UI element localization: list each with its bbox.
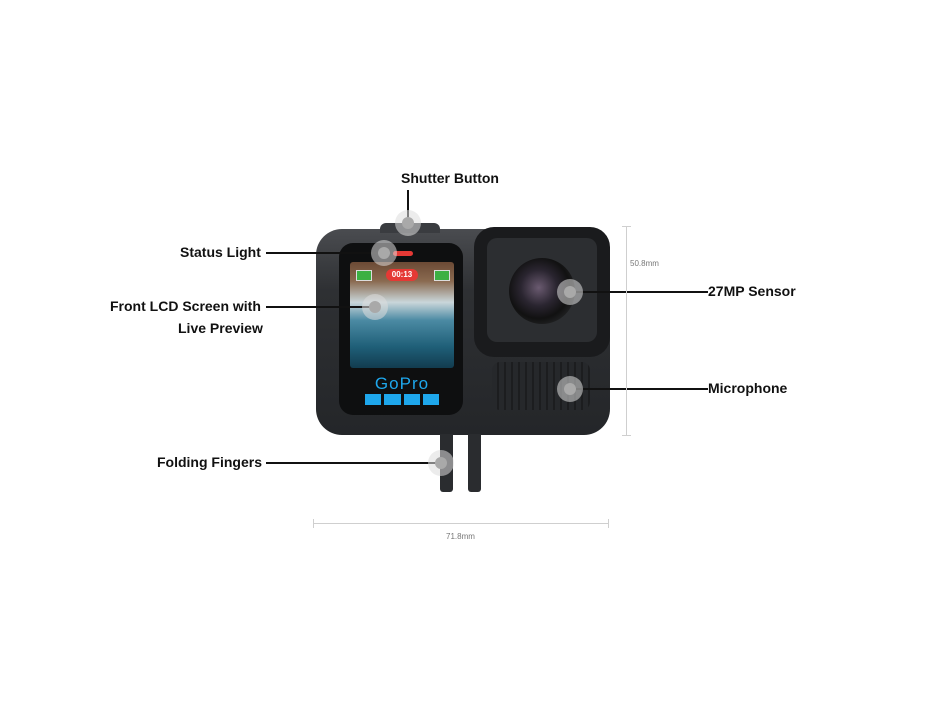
callout-status-light: Status Light xyxy=(180,244,261,260)
record-timer: 00:13 xyxy=(391,270,413,279)
callout-sensor: 27MP Sensor xyxy=(708,283,796,299)
leader-folding-fingers xyxy=(266,462,440,464)
battery-icon-right xyxy=(434,270,450,281)
leader-microphone xyxy=(570,388,708,390)
hotspot-status-light[interactable] xyxy=(371,240,397,266)
width-dimension-cap-left xyxy=(313,519,314,528)
battery-icon-left xyxy=(356,270,372,281)
front-lcd-screen: 00:13 xyxy=(350,262,454,368)
height-dimension-label: 50.8mm xyxy=(630,259,659,268)
callout-shutter-button: Shutter Button xyxy=(401,170,499,186)
leader-status-light xyxy=(266,252,383,254)
callout-front-lcd-line1: Front LCD Screen with xyxy=(110,298,261,314)
height-dimension-cap-bottom xyxy=(622,435,631,436)
hotspot-front-lcd[interactable] xyxy=(362,294,388,320)
callout-folding-fingers: Folding Fingers xyxy=(157,454,262,470)
callout-front-lcd-line2: Live Preview xyxy=(178,320,263,336)
hotspot-sensor[interactable] xyxy=(557,279,583,305)
width-dimension-cap-right xyxy=(608,519,609,528)
leader-front-lcd xyxy=(266,306,374,308)
callout-microphone: Microphone xyxy=(708,380,788,396)
width-dimension-line xyxy=(313,523,609,524)
hotspot-folding-fingers[interactable] xyxy=(428,450,454,476)
gopro-logo-text: GoPro xyxy=(374,374,430,393)
folding-finger-right xyxy=(468,434,481,492)
hotspot-shutter-button[interactable] xyxy=(395,210,421,236)
height-dimension-cap-top xyxy=(622,226,631,227)
record-timer-badge: 00:13 xyxy=(386,269,418,281)
gopro-logo: GoPro xyxy=(350,375,454,393)
status-light xyxy=(393,251,413,256)
leader-shutter-button xyxy=(407,190,409,220)
leader-sensor xyxy=(570,291,708,293)
gopro-logo-squares xyxy=(365,394,439,405)
width-dimension-label: 71.8mm xyxy=(446,532,475,541)
hotspot-microphone[interactable] xyxy=(557,376,583,402)
height-dimension-line xyxy=(626,226,627,436)
